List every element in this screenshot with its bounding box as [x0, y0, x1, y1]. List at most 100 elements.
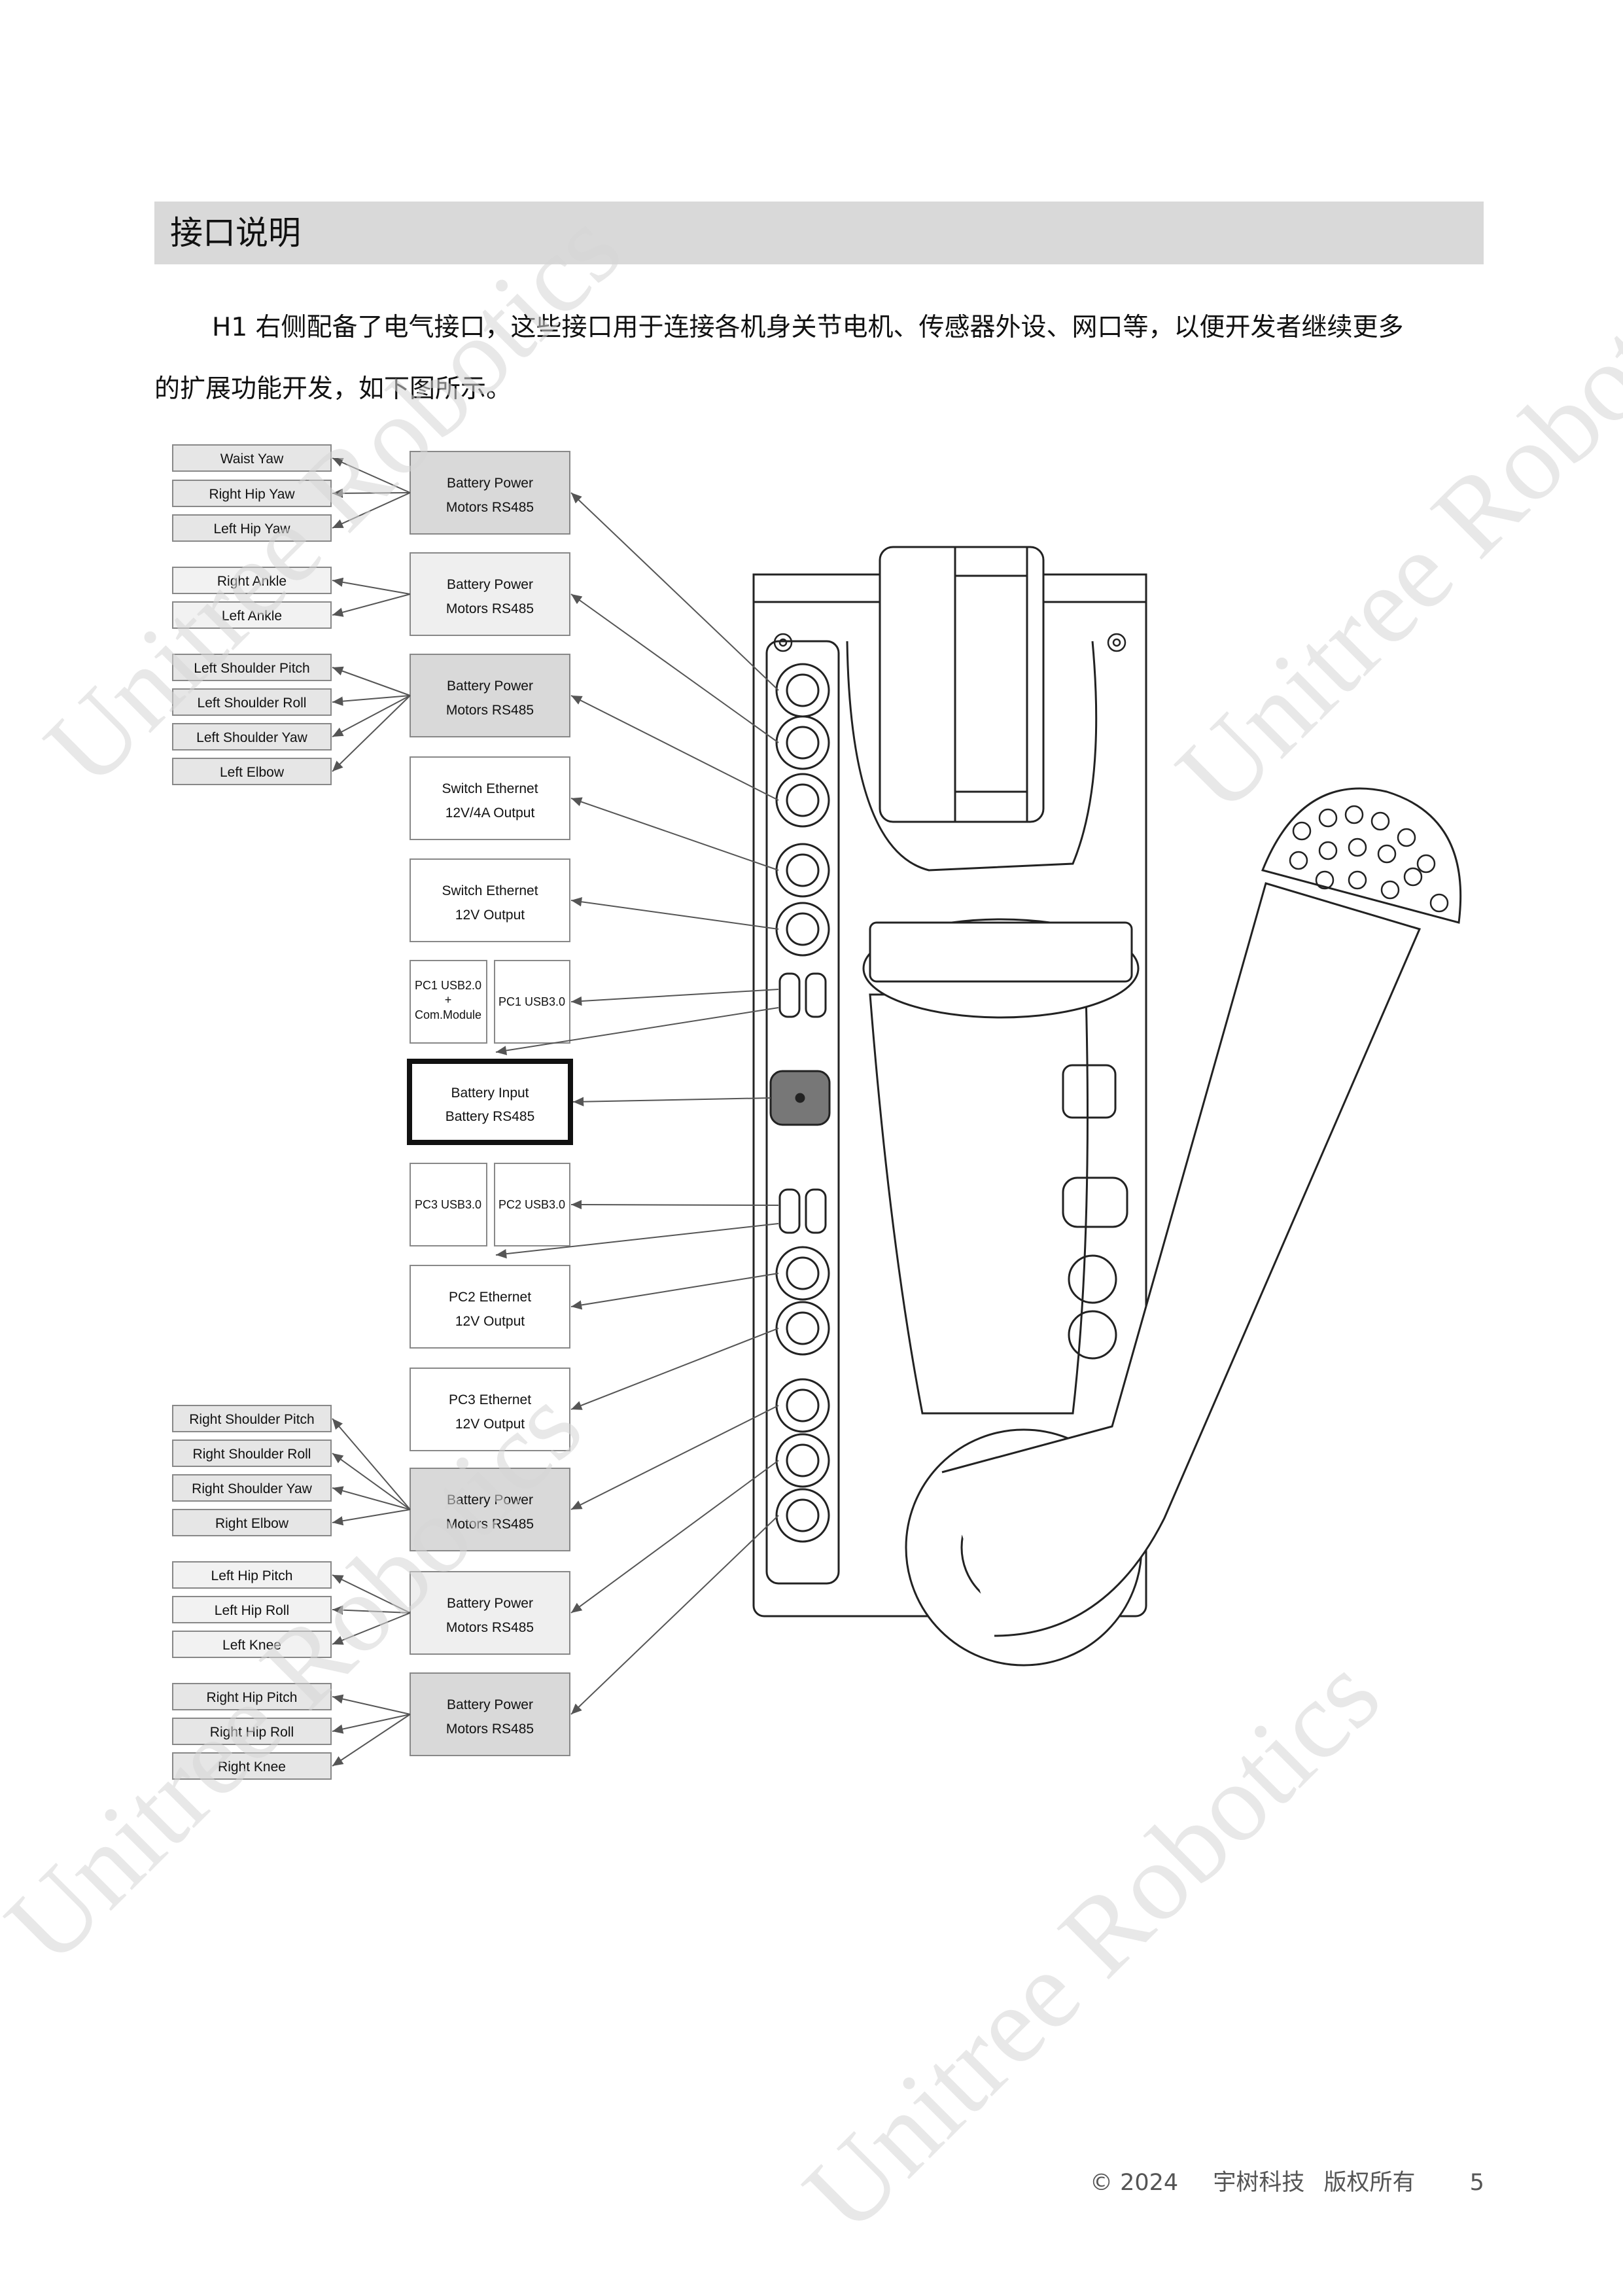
- intro-paragraph-line-2: 的扩展功能开发，如下图所示。: [154, 374, 512, 404]
- footer-rights: 版权所有: [1323, 2170, 1416, 2196]
- usb-port-pc1: [778, 972, 827, 1018]
- svg-text:Battery RS485: Battery RS485: [445, 1109, 535, 1124]
- motor-connector-3: [775, 773, 830, 828]
- svg-text:Left Ankle: Left Ankle: [222, 609, 282, 624]
- joint-box-waist-yaw: Waist Yaw: [172, 444, 332, 472]
- joint-box-left-ankle: Left Ankle: [172, 601, 332, 629]
- svg-text:PC1 USB3.0: PC1 USB3.0: [498, 995, 565, 1008]
- ethernet-connector-1: [775, 843, 830, 898]
- motor-connector-4: [775, 1378, 830, 1433]
- joint-box-right-knee: Right Knee: [172, 1752, 332, 1780]
- svg-text:Right Hip Roll: Right Hip Roll: [210, 1725, 294, 1740]
- svg-text:PC3 Ethernet: PC3 Ethernet: [449, 1392, 531, 1407]
- port-box-pc3-usb30: PC3 USB3.0: [410, 1163, 487, 1246]
- svg-text:Battery Input: Battery Input: [451, 1086, 529, 1101]
- svg-text:Right Elbow: Right Elbow: [215, 1516, 289, 1531]
- ethernet-connector-2: [775, 902, 830, 957]
- svg-text:12V Output: 12V Output: [455, 1417, 525, 1432]
- svg-text:Battery Power: Battery Power: [447, 1492, 533, 1508]
- motor-connector-6: [775, 1488, 830, 1543]
- svg-text:Left Elbow: Left Elbow: [220, 765, 285, 780]
- svg-text:Left Knee: Left Knee: [222, 1638, 281, 1653]
- svg-text:Motors RS485: Motors RS485: [446, 1620, 534, 1635]
- svg-text:Left Hip Yaw: Left Hip Yaw: [213, 521, 290, 537]
- ethernet-connector-3: [775, 1246, 830, 1301]
- svg-text:PC1 USB2.0: PC1 USB2.0: [415, 979, 481, 992]
- port-box-pc1-usb30: PC1 USB3.0: [494, 960, 570, 1044]
- svg-text:Waist Yaw: Waist Yaw: [220, 451, 284, 467]
- joint-box-right-ankle: Right Ankle: [172, 567, 332, 594]
- page-footer: © 2024 宇树科技 版权所有 5: [1090, 2168, 1512, 2197]
- footer-page-number: 5: [1469, 2170, 1484, 2196]
- svg-text:Battery Power: Battery Power: [447, 1697, 533, 1712]
- svg-text:Left Shoulder Yaw: Left Shoulder Yaw: [196, 730, 308, 745]
- svg-text:PC3 USB3.0: PC3 USB3.0: [415, 1198, 481, 1211]
- svg-text:Battery Power: Battery Power: [447, 1596, 533, 1611]
- svg-text:12V Output: 12V Output: [455, 1314, 525, 1329]
- joint-box-left-knee: Left Knee: [172, 1631, 332, 1658]
- footer-company: 宇树科技: [1213, 2170, 1305, 2196]
- connector-column: [769, 663, 831, 1543]
- port-box-pc2-usb30: PC2 USB3.0: [494, 1163, 570, 1246]
- joint-box-right-hip-pitch: Right Hip Pitch: [172, 1683, 332, 1710]
- joint-arrows: [332, 457, 411, 1767]
- svg-text:Battery Power: Battery Power: [447, 679, 533, 694]
- joint-box-left-hip-roll: Left Hip Roll: [172, 1596, 332, 1623]
- svg-text:Switch Ethernet: Switch Ethernet: [442, 883, 538, 898]
- joint-box-left-shoulder-yaw: Left Shoulder Yaw: [172, 723, 332, 751]
- port-box-pc3-ethernet: PC3 Ethernet 12V Output: [410, 1368, 570, 1451]
- joint-box-left-hip-pitch: Left Hip Pitch: [172, 1561, 332, 1589]
- svg-text:Right Ankle: Right Ankle: [217, 574, 287, 589]
- connector-arrows: [495, 492, 779, 1715]
- port-box-pc1-usb20-com: PC1 USB2.0+ Com.Module: [410, 960, 487, 1044]
- svg-text:Battery Power: Battery Power: [447, 476, 533, 491]
- motor-connector-5: [775, 1433, 830, 1488]
- svg-text:PC2 USB3.0: PC2 USB3.0: [498, 1198, 565, 1211]
- joint-box-right-hip-yaw: Right Hip Yaw: [172, 480, 332, 507]
- svg-text:Switch Ethernet: Switch Ethernet: [442, 781, 538, 796]
- joint-box-left-hip-yaw: Left Hip Yaw: [172, 514, 332, 542]
- section-header-bar: 接口说明: [154, 202, 1484, 264]
- svg-text:Right Knee: Right Knee: [218, 1759, 286, 1775]
- svg-text:Left Shoulder Pitch: Left Shoulder Pitch: [194, 661, 309, 676]
- joint-box-left-elbow: Left Elbow: [172, 758, 332, 785]
- svg-text:Motors RS485: Motors RS485: [446, 500, 534, 515]
- svg-text:Battery Power: Battery Power: [447, 577, 533, 592]
- footer-copyright: © 2024: [1090, 2170, 1179, 2196]
- joint-label-group: Waist Yaw Right Hip Yaw Left Hip Yaw Rig…: [172, 444, 332, 1780]
- svg-text:Right Shoulder Pitch: Right Shoulder Pitch: [189, 1412, 314, 1427]
- svg-text:Left Hip Roll: Left Hip Roll: [215, 1603, 289, 1618]
- svg-text:Motors RS485: Motors RS485: [446, 703, 534, 718]
- svg-text:Left Shoulder Roll: Left Shoulder Roll: [198, 696, 307, 711]
- usb-port-pc2-pc3: [778, 1188, 827, 1234]
- shoulder-motor-ring: [954, 546, 1028, 823]
- svg-text:Right Hip Pitch: Right Hip Pitch: [207, 1690, 298, 1705]
- svg-text:PC2 Ethernet: PC2 Ethernet: [449, 1290, 531, 1305]
- watermark-4: Unitree Robotics: [780, 1633, 1403, 2255]
- svg-text:Right Shoulder Yaw: Right Shoulder Yaw: [192, 1481, 313, 1496]
- svg-text:Right Shoulder Roll: Right Shoulder Roll: [193, 1447, 311, 1462]
- joint-box-right-shoulder-pitch: Right Shoulder Pitch: [172, 1405, 332, 1432]
- motor-connector-2: [775, 715, 830, 770]
- forearm-outline: [941, 882, 1422, 1637]
- section-title: 接口说明: [170, 214, 301, 252]
- connector-column-frame: [765, 640, 840, 1585]
- joint-box-right-shoulder-yaw: Right Shoulder Yaw: [172, 1474, 332, 1502]
- svg-text:Motors RS485: Motors RS485: [446, 1517, 534, 1532]
- svg-text:+: +: [445, 993, 452, 1006]
- ethernet-connector-4: [775, 1301, 830, 1356]
- joint-box-right-shoulder-roll: Right Shoulder Roll: [172, 1439, 332, 1467]
- joint-box-left-shoulder-pitch: Left Shoulder Pitch: [172, 654, 332, 681]
- svg-text:Com.Module: Com.Module: [415, 1008, 481, 1021]
- robot-drawing: [752, 546, 1462, 1667]
- port-box-pc2-ethernet: PC2 Ethernet 12V Output: [410, 1265, 570, 1349]
- joint-box-left-shoulder-roll: Left Shoulder Roll: [172, 688, 332, 716]
